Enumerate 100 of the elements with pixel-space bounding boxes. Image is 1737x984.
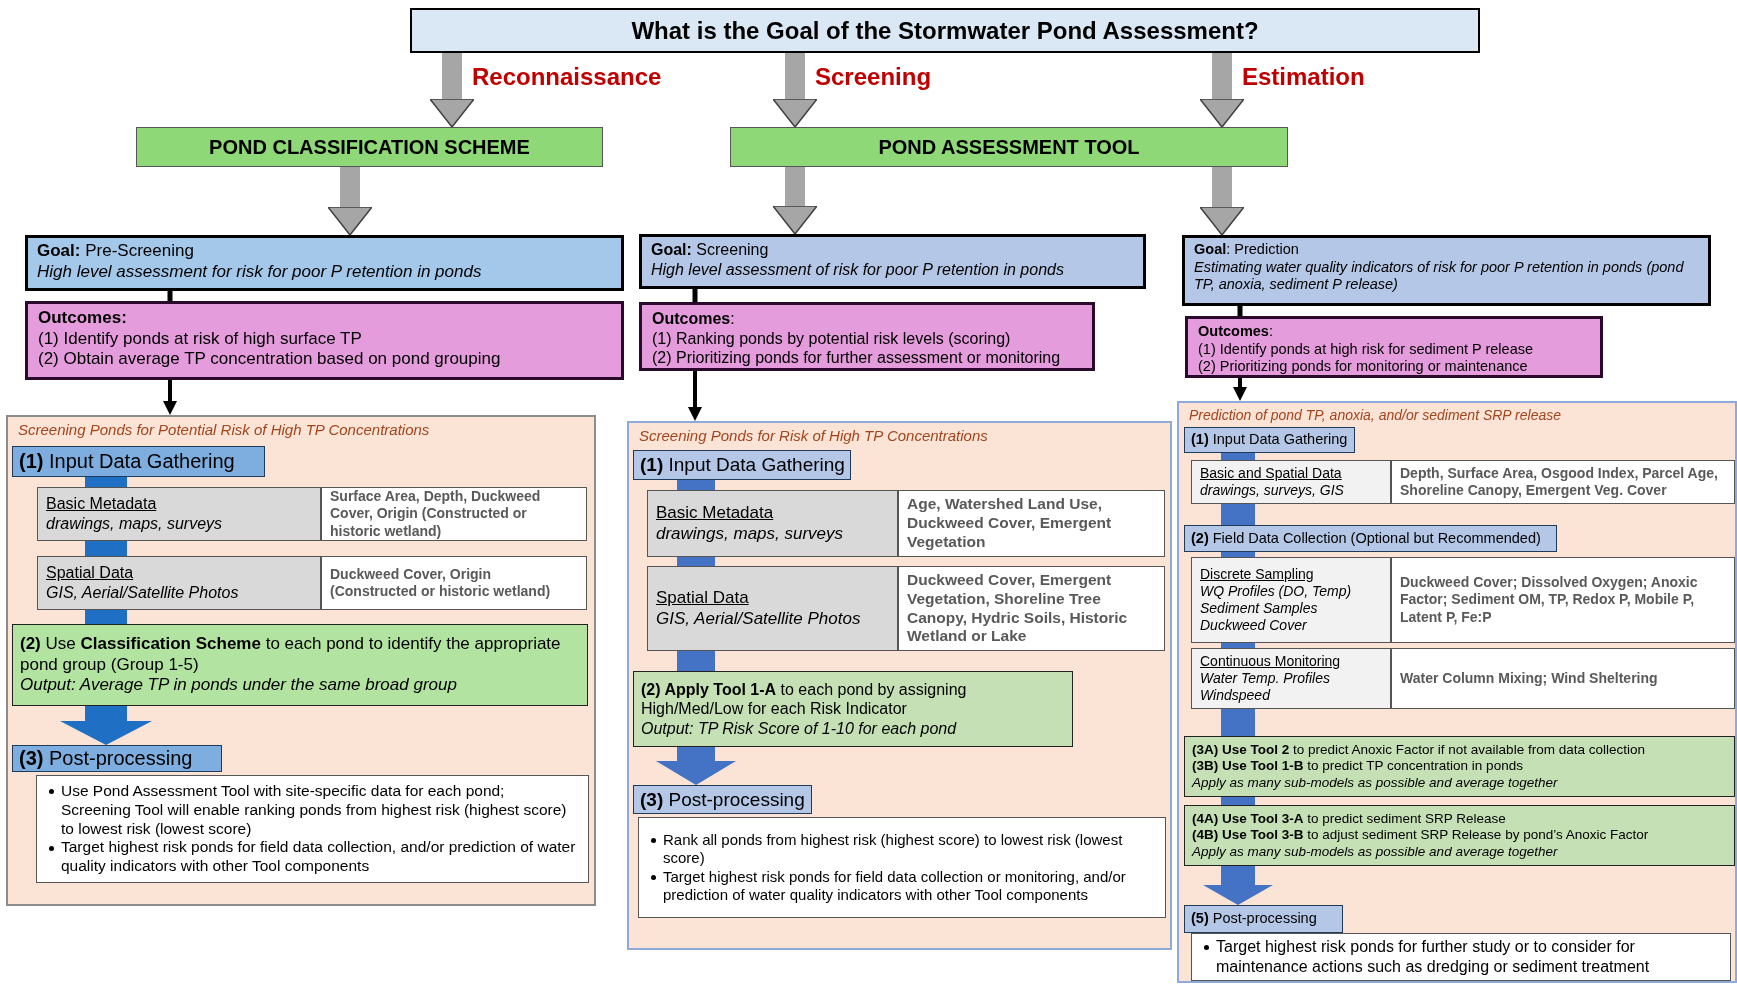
category-text: POND ASSESSMENT TOOL bbox=[878, 134, 1140, 160]
goal-text: Goal: Prediction bbox=[1194, 241, 1300, 259]
outcomes-box bbox=[639, 302, 1095, 371]
source-name: Spatial Data bbox=[46, 563, 135, 583]
connector-line bbox=[167, 291, 173, 301]
instruction-text: (2) Apply Tool 1-A to each pond by assigning High/Med/Low for each Risk Indicator bbox=[641, 679, 968, 719]
bullet-item: Rank all ponds from highest risk (highest score) to lowest risk (lowest score) bbox=[649, 830, 1155, 868]
source-name: Discrete Sampling bbox=[1200, 565, 1315, 583]
step-label: (2) Field Data Collection (Optional but Recommended) bbox=[1191, 529, 1541, 548]
action-box bbox=[633, 671, 1073, 747]
data-source-cell bbox=[37, 556, 321, 610]
bullet-item: Target highest risk ponds for field data collection, and/or prediction of water quality indicators with other Tool components bbox=[47, 838, 578, 877]
step-label: (1) Input Data Gathering bbox=[1191, 431, 1348, 449]
instruction-text: (3A) Use Tool 2 to predict Anoxic Factor if not available from data collection bbox=[1192, 741, 1646, 759]
category-box bbox=[730, 127, 1288, 167]
source-name: Continuous Monitoring bbox=[1200, 652, 1342, 670]
source-name: Basic Metadata bbox=[656, 502, 775, 524]
outcomes-box bbox=[25, 301, 624, 380]
step-header bbox=[1184, 427, 1355, 453]
note-text: Apply as many sub-models as possible and average together bbox=[1192, 843, 1559, 861]
goal-box bbox=[25, 235, 624, 291]
group-panel bbox=[627, 421, 1172, 950]
connector-bar bbox=[1221, 797, 1255, 805]
bullet-item: Target highest risk ponds for further study or to consider for maintenance actions such as dredging or sediment treatment bbox=[1202, 937, 1720, 977]
notes-box bbox=[36, 775, 589, 883]
connector-bar bbox=[1221, 552, 1255, 557]
data-source-cell bbox=[1191, 460, 1391, 504]
data-source-cell bbox=[37, 487, 321, 541]
outcomes-heading: Outcomes: bbox=[652, 309, 736, 329]
outcome-item: (1) Identify ponds at risk of high surface TP bbox=[38, 328, 363, 350]
action-box bbox=[12, 624, 588, 706]
connector-bar bbox=[677, 557, 715, 566]
arrow bbox=[1233, 378, 1247, 401]
category-text: POND CLASSIFICATION SCHEME bbox=[209, 134, 530, 160]
block-arrow bbox=[327, 167, 373, 236]
data-source-cell bbox=[1191, 648, 1391, 709]
action-box bbox=[1184, 736, 1735, 797]
connector-line bbox=[692, 289, 698, 302]
source-detail: Water Temp. Profiles bbox=[1200, 669, 1331, 688]
data-field-cell bbox=[898, 566, 1165, 651]
block-arrow bbox=[1203, 866, 1273, 905]
step-label: (3) Post-processing bbox=[640, 787, 805, 812]
action-box bbox=[1184, 805, 1735, 866]
title-box bbox=[410, 8, 1480, 53]
block-arrow bbox=[656, 747, 736, 785]
source-detail: Duckweed Cover bbox=[1200, 617, 1308, 635]
connector-bar bbox=[85, 541, 127, 556]
note-text: Output: Average TP in ponds under the same broad group bbox=[20, 675, 458, 697]
step-label: (1) Input Data Gathering bbox=[19, 449, 235, 474]
connector-bar bbox=[1221, 504, 1255, 525]
source-detail: Sediment Samples bbox=[1200, 600, 1319, 618]
block-arrow bbox=[1199, 53, 1245, 128]
arrow bbox=[163, 380, 177, 415]
field-list: Duckweed Cover; Dissolved Oxygen; Anoxic Factor; Sediment OM, TP, Redox P, Mobile P, Latent P, Fe:P bbox=[1400, 574, 1726, 626]
notes-box bbox=[638, 817, 1166, 918]
connector-bar bbox=[1221, 643, 1255, 648]
source-detail: drawings, maps, surveys bbox=[46, 514, 224, 534]
goal-box bbox=[639, 234, 1146, 289]
panel-title: Screening Ponds for Potential Risk of High TP Concentrations bbox=[18, 421, 431, 440]
description-text: High level assessment for risk for poor P retention in ponds bbox=[37, 261, 483, 283]
panel-title: Prediction of pond TP, anoxia, and/or sediment SRP release bbox=[1189, 407, 1562, 425]
instruction-text: (4A) Use Tool 3-A to predict sediment SRP Release bbox=[1192, 810, 1507, 828]
block-arrow bbox=[772, 53, 818, 128]
bullet-item: Target highest risk ponds for field data collection or monitoring, and/or prediction of water quality indicators with other Tool components bbox=[649, 867, 1155, 905]
step-header bbox=[633, 785, 812, 814]
goal-text: Goal: Screening bbox=[651, 240, 770, 260]
connector-line bbox=[1237, 306, 1243, 316]
connector-bar bbox=[1221, 453, 1255, 460]
step-label: (1) Input Data Gathering bbox=[640, 453, 845, 477]
category-box bbox=[136, 127, 603, 167]
connector-bar bbox=[85, 477, 127, 487]
outcome-item: (2) Prioritizing ponds for further assessment or monitoring bbox=[652, 348, 1062, 368]
outcomes-box bbox=[1185, 316, 1603, 378]
step-header bbox=[12, 745, 222, 772]
data-source-cell bbox=[1191, 557, 1391, 643]
note-text: Output: TP Risk Score of 1-10 for each pond bbox=[641, 718, 958, 739]
field-list: Duckweed Cover, Origin (Constructed or historic wetland) bbox=[330, 565, 578, 601]
data-field-cell bbox=[321, 556, 587, 610]
step-header bbox=[633, 450, 851, 480]
block-arrow bbox=[1199, 167, 1245, 236]
panel-title: Screening Ponds for Risk of High TP Concentrations bbox=[639, 427, 989, 446]
notes-box bbox=[1191, 933, 1731, 981]
description-text: High level assessment of risk for poor P retention in ponds bbox=[651, 259, 1065, 280]
outcome-item: (2) Obtain average TP concentration based on pond grouping bbox=[38, 349, 502, 371]
block-arrow bbox=[772, 167, 818, 235]
connector-bar bbox=[85, 610, 127, 624]
source-detail: drawings, maps, surveys bbox=[656, 523, 845, 545]
source-detail: Windspeed bbox=[1200, 687, 1272, 705]
outcomes-heading: Outcomes: bbox=[1198, 323, 1274, 341]
group-panel bbox=[6, 415, 596, 906]
note-text: Apply as many sub-models as possible and average together bbox=[1192, 774, 1559, 792]
heading-text: What is the Goal of the Stormwater Pond Assessment? bbox=[631, 15, 1259, 46]
outcomes-heading: Outcomes: bbox=[38, 308, 128, 329]
goal-text: Goal: Pre-Screening bbox=[37, 241, 195, 262]
data-field-cell bbox=[1391, 460, 1735, 504]
field-list: Water Column Mixing; Wind Sheltering bbox=[1400, 669, 1658, 688]
field-list: Depth, Surface Area, Osgood Index, Parcel Age, Shoreline Canopy, Emergent Veg. Cover bbox=[1400, 464, 1726, 500]
field-list: Duckweed Cover, Emergent Vegetation, Shoreline Tree Canopy, Hydric Soils, Historic Wetland or Lake bbox=[907, 570, 1156, 647]
outcome-item: (2) Prioritizing ponds for monitoring or maintenance bbox=[1198, 358, 1529, 377]
goal-box bbox=[1182, 235, 1711, 306]
